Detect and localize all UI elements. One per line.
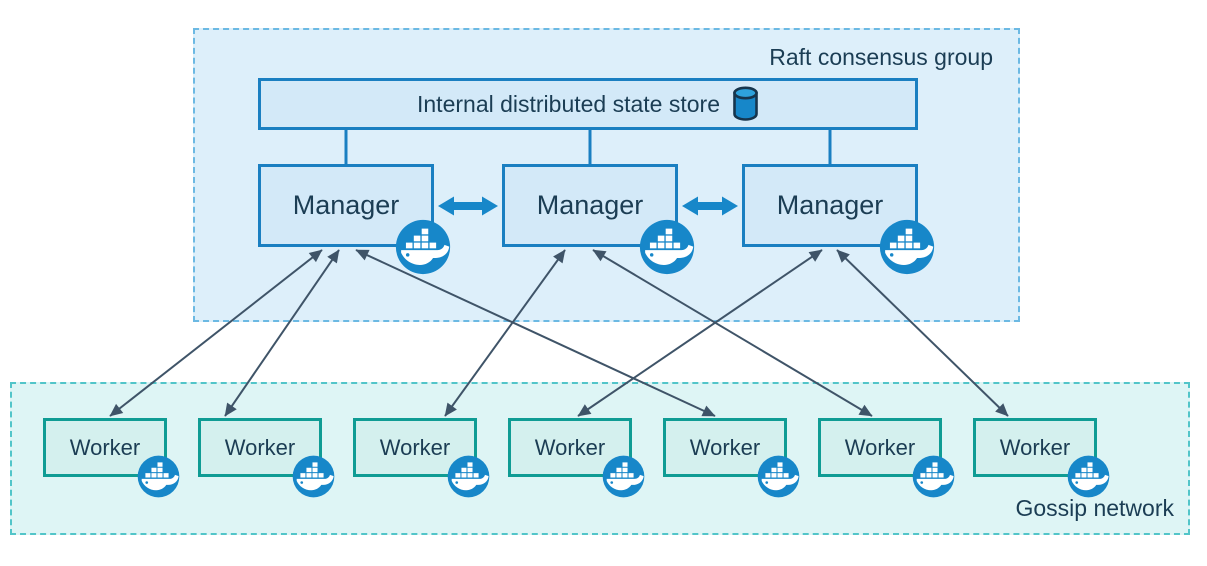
worker-node-7: Worker [973, 418, 1097, 477]
manager-label: Manager [536, 190, 644, 220]
worker-label: Worker [534, 434, 606, 460]
worker-label: Worker [844, 434, 916, 460]
gossip-network-label: Gossip network [1015, 495, 1174, 521]
worker-node-4: Worker [508, 418, 632, 477]
worker-label: Worker [69, 434, 141, 460]
raft-group-label: Raft consensus group [769, 44, 993, 70]
database-icon [733, 86, 758, 121]
manager-node-1: Manager [258, 164, 434, 247]
worker-node-6: Worker [818, 418, 942, 477]
manager-label: Manager [776, 190, 884, 220]
worker-label: Worker [224, 434, 296, 460]
worker-node-5: Worker [663, 418, 787, 477]
state-store-label: Internal distributed state store [417, 90, 720, 117]
worker-node-1: Worker [43, 418, 167, 477]
manager-node-3: Manager [742, 164, 918, 247]
state-store-box: Internal distributed state store [258, 78, 918, 130]
worker-node-2: Worker [198, 418, 322, 477]
manager-node-2: Manager [502, 164, 678, 247]
worker-label: Worker [379, 434, 451, 460]
worker-label: Worker [689, 434, 761, 460]
worker-label: Worker [999, 434, 1071, 460]
worker-node-3: Worker [353, 418, 477, 477]
manager-label: Manager [292, 190, 400, 220]
